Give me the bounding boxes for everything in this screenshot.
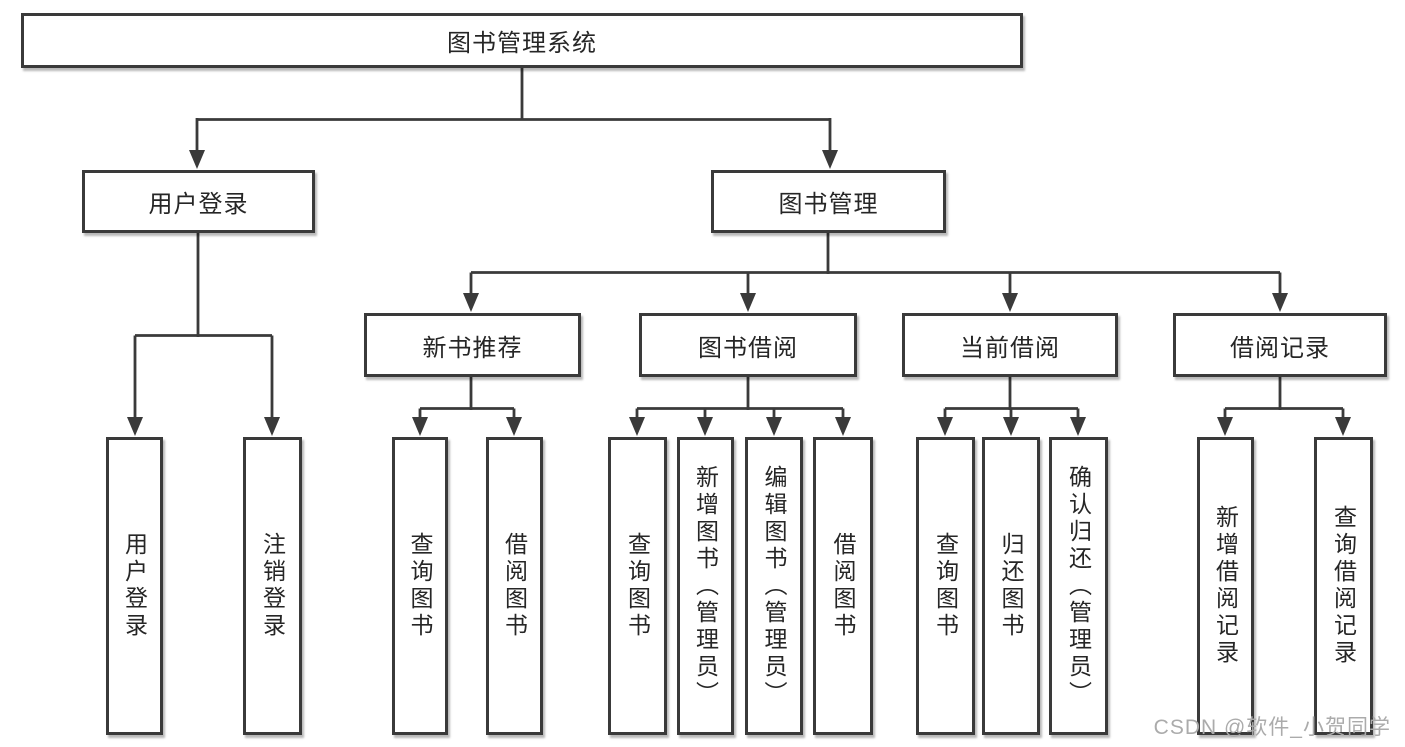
leaf-edit-book-admin-label: 编辑图书（管理员） <box>761 464 787 708</box>
leaf-borrow-books-recommend: 借阅图书 <box>486 437 543 735</box>
leaf-return-book: 归还图书 <box>982 437 1040 735</box>
leaf-borrow-books-recommend-label: 借阅图书 <box>501 532 528 640</box>
node-root-library-system: 图书管理系统 <box>21 13 1023 68</box>
leaf-query-borrow-record-label: 查询借阅记录 <box>1330 505 1357 667</box>
leaf-query-books-current-label: 查询图书 <box>932 532 959 640</box>
leaf-borrow-books-borrow: 借阅图书 <box>813 437 873 735</box>
leaf-logout-label: 注销登录 <box>259 532 286 640</box>
leaf-query-books-borrow: 查询图书 <box>608 437 667 735</box>
leaf-add-borrow-record-label: 新增借阅记录 <box>1212 505 1239 667</box>
node-borrowing-records: 借阅记录 <box>1173 313 1387 377</box>
leaf-add-borrow-record: 新增借阅记录 <box>1197 437 1254 735</box>
node-book-management-label: 图书管理 <box>778 191 879 218</box>
leaf-add-book-admin: 新增图书（管理员） <box>677 437 734 735</box>
node-user-login-label: 用户登录 <box>148 191 249 218</box>
leaf-edit-book-admin: 编辑图书（管理员） <box>745 437 803 735</box>
node-user-login: 用户登录 <box>82 170 315 233</box>
leaf-query-borrow-record: 查询借阅记录 <box>1314 437 1373 735</box>
node-borrowing-records-label: 借阅记录 <box>1230 334 1330 362</box>
leaf-query-books-recommend: 查询图书 <box>392 437 448 735</box>
leaf-add-book-admin-label: 新增图书（管理员） <box>692 464 719 708</box>
node-new-book-recommend: 新书推荐 <box>364 313 581 377</box>
leaf-user-login-label: 用户登录 <box>121 532 148 640</box>
leaf-confirm-return-admin: 确认归还（管理员） <box>1049 437 1108 735</box>
node-book-borrowing-label: 图书借阅 <box>698 334 798 362</box>
leaf-query-books-current: 查询图书 <box>916 437 975 735</box>
node-new-book-recommend-label: 新书推荐 <box>422 334 523 362</box>
leaf-return-book-label: 归还图书 <box>998 532 1024 640</box>
leaf-logout: 注销登录 <box>243 437 302 735</box>
node-book-management: 图书管理 <box>711 170 946 233</box>
node-current-borrowing: 当前借阅 <box>902 313 1118 377</box>
node-book-borrowing: 图书借阅 <box>639 313 857 377</box>
node-root-label: 图书管理系统 <box>447 30 597 57</box>
node-current-borrowing-label: 当前借阅 <box>960 334 1060 362</box>
leaf-query-books-recommend-label: 查询图书 <box>407 532 433 640</box>
leaf-borrow-books-borrow-label: 借阅图书 <box>830 532 856 640</box>
leaf-user-login: 用户登录 <box>106 437 163 735</box>
leaf-query-books-borrow-label: 查询图书 <box>624 532 651 640</box>
leaf-confirm-return-admin-label: 确认归还（管理员） <box>1065 464 1092 708</box>
csdn-watermark: CSDN @软件_小贺同学 <box>1153 716 1391 739</box>
